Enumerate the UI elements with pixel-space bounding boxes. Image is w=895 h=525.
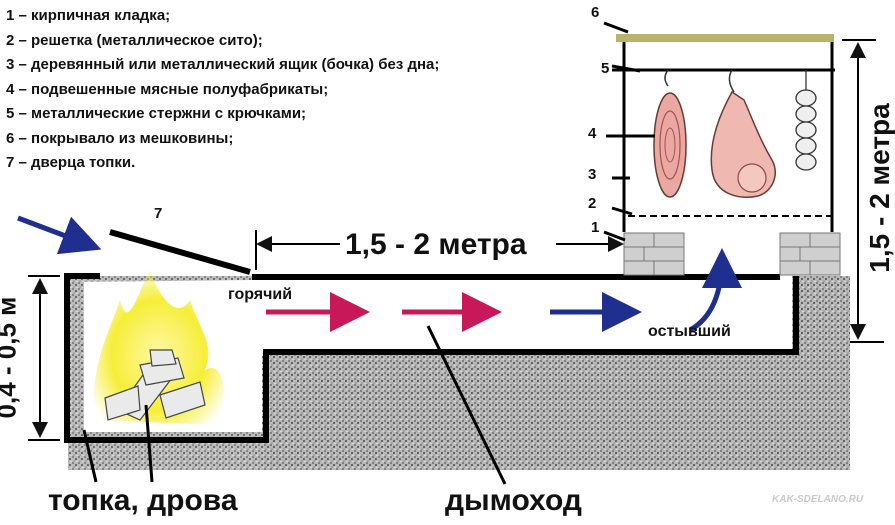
legend-item: 3 – деревянный или металлический ящик (б… xyxy=(6,56,440,73)
hot-label: горячий xyxy=(228,286,293,303)
firebox-door xyxy=(109,229,251,275)
marker-1: 1 xyxy=(591,219,600,236)
label-pointers xyxy=(82,325,507,485)
marker-2: 2 xyxy=(588,195,597,212)
legend-list: 1 – кирпичная кладка; 2 – решетка (метал… xyxy=(6,4,439,176)
ground-right xyxy=(796,276,850,356)
firewood-icon xyxy=(104,349,206,421)
meat-sausage-ring xyxy=(653,69,687,198)
leader-lines xyxy=(603,21,655,242)
legend-item: 1 – кирпичная кладка; xyxy=(6,7,171,24)
firebox-outline xyxy=(64,273,799,443)
cooled-label: остывший xyxy=(648,323,731,340)
chamber-height-dimension xyxy=(842,39,884,343)
marker-5: 5 xyxy=(601,60,610,77)
firebox-label: топка, дрова xyxy=(48,484,238,517)
firebox-height-label: 0,4 - 0,5 м xyxy=(0,297,22,419)
flue-length-label: 1,5 - 2 метра xyxy=(345,228,527,261)
marker-3: 3 xyxy=(588,166,597,183)
legend-item: 7 – дверца топки. xyxy=(6,154,136,171)
watermark: KAK-SDELANO.RU xyxy=(772,494,864,505)
burlap-cover xyxy=(616,34,834,42)
firebox-height-dimension xyxy=(28,275,60,441)
marker-6: 6 xyxy=(591,4,600,21)
legend-item: 6 – покрывало из мешковины; xyxy=(6,129,234,147)
flue-length-dimension xyxy=(255,230,624,270)
legend-item: 5 – металлические стержни с крючками; xyxy=(6,105,307,122)
chamber-height-label: 1,5 - 2 метра xyxy=(864,103,895,273)
brick-base-right xyxy=(779,232,841,276)
cool-arrow-up xyxy=(688,248,742,333)
brick-base-left xyxy=(623,232,685,276)
ground-band xyxy=(262,356,850,470)
legend-item: 4 – подвешенные мясные полуфабрикаты; xyxy=(6,80,329,98)
marker-7: 7 xyxy=(154,205,163,222)
air-inflow-arrow xyxy=(17,215,102,255)
meat-ham xyxy=(710,69,776,198)
meat-sausages xyxy=(795,70,817,171)
legend-item: 2 – решетка (металлическое сито); xyxy=(6,31,263,49)
marker-4: 4 xyxy=(588,125,597,142)
flue-label: дымоход xyxy=(445,484,582,517)
